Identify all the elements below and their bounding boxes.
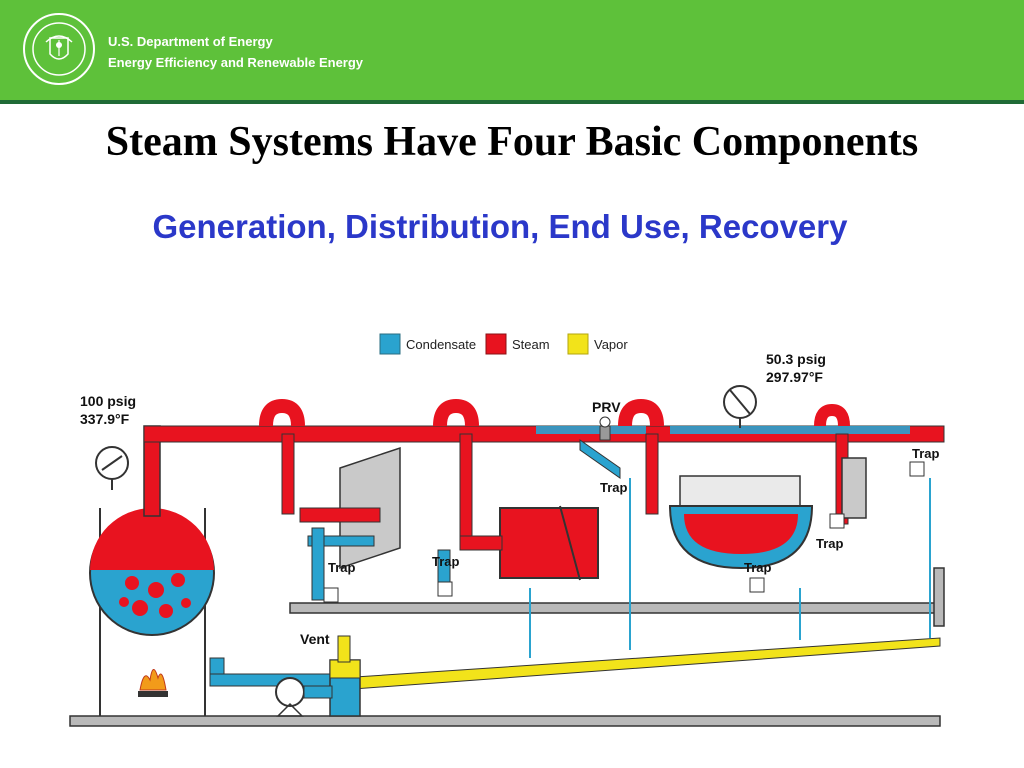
steam-header [143, 398, 945, 443]
trap-label-1: Trap [328, 560, 356, 575]
feed-pump [275, 677, 333, 717]
steam-system-diagram: Condensate Steam Vapor 100 psig 337.9°F [69, 333, 945, 727]
upper-floor [289, 602, 941, 614]
end-use-pressure-gauge [723, 385, 757, 428]
agency-name: U.S. Department of Energy [108, 34, 273, 49]
trap-label-5: Trap [816, 536, 844, 551]
ground-floor [69, 715, 941, 727]
vent-tank [329, 635, 361, 717]
end-use-pressure-label: 50.3 psig [766, 351, 826, 367]
slide-title: Steam Systems Have Four Basic Components [105, 119, 919, 165]
legend-swatch-vapor [567, 333, 589, 355]
trap-label-6: Trap [912, 446, 940, 461]
end-use-kettle [645, 433, 814, 593]
vent-label: Vent [300, 631, 330, 647]
boiler-pressure-gauge [95, 446, 129, 490]
trap-label-2: Trap [432, 554, 460, 569]
boiler-temperature-label: 337.9°F [80, 411, 130, 427]
trap-label-4: Trap [744, 560, 772, 575]
legend-label-condensate: Condensate [406, 337, 476, 352]
legend-swatch-steam [485, 333, 507, 355]
end-use-temperature-label: 297.97°F [766, 369, 823, 385]
pressure-reducing-valve [579, 416, 621, 479]
legend-label-vapor: Vapor [594, 337, 628, 352]
floor-end-post [933, 567, 945, 627]
header-banner: U.S. Department of Energy Energy Efficie… [0, 0, 1024, 104]
end-use-tank [437, 433, 599, 597]
trap-label-3: Trap [600, 480, 628, 495]
end-use-coil-unit [829, 433, 925, 529]
agency-office: Energy Efficiency and Renewable Energy [108, 55, 364, 70]
slide-subtitle: Generation, Distribution, End Use, Recov… [152, 208, 848, 245]
doe-seal-icon [23, 13, 95, 85]
boiler-pressure-label: 100 psig [80, 393, 136, 409]
boiler [89, 425, 215, 716]
legend-label-steam: Steam [512, 337, 550, 352]
legend-swatch-condensate [379, 333, 401, 355]
prv-label: PRV [592, 399, 621, 415]
end-use-dryer [281, 433, 401, 603]
legend: Condensate Steam Vapor [379, 333, 628, 355]
